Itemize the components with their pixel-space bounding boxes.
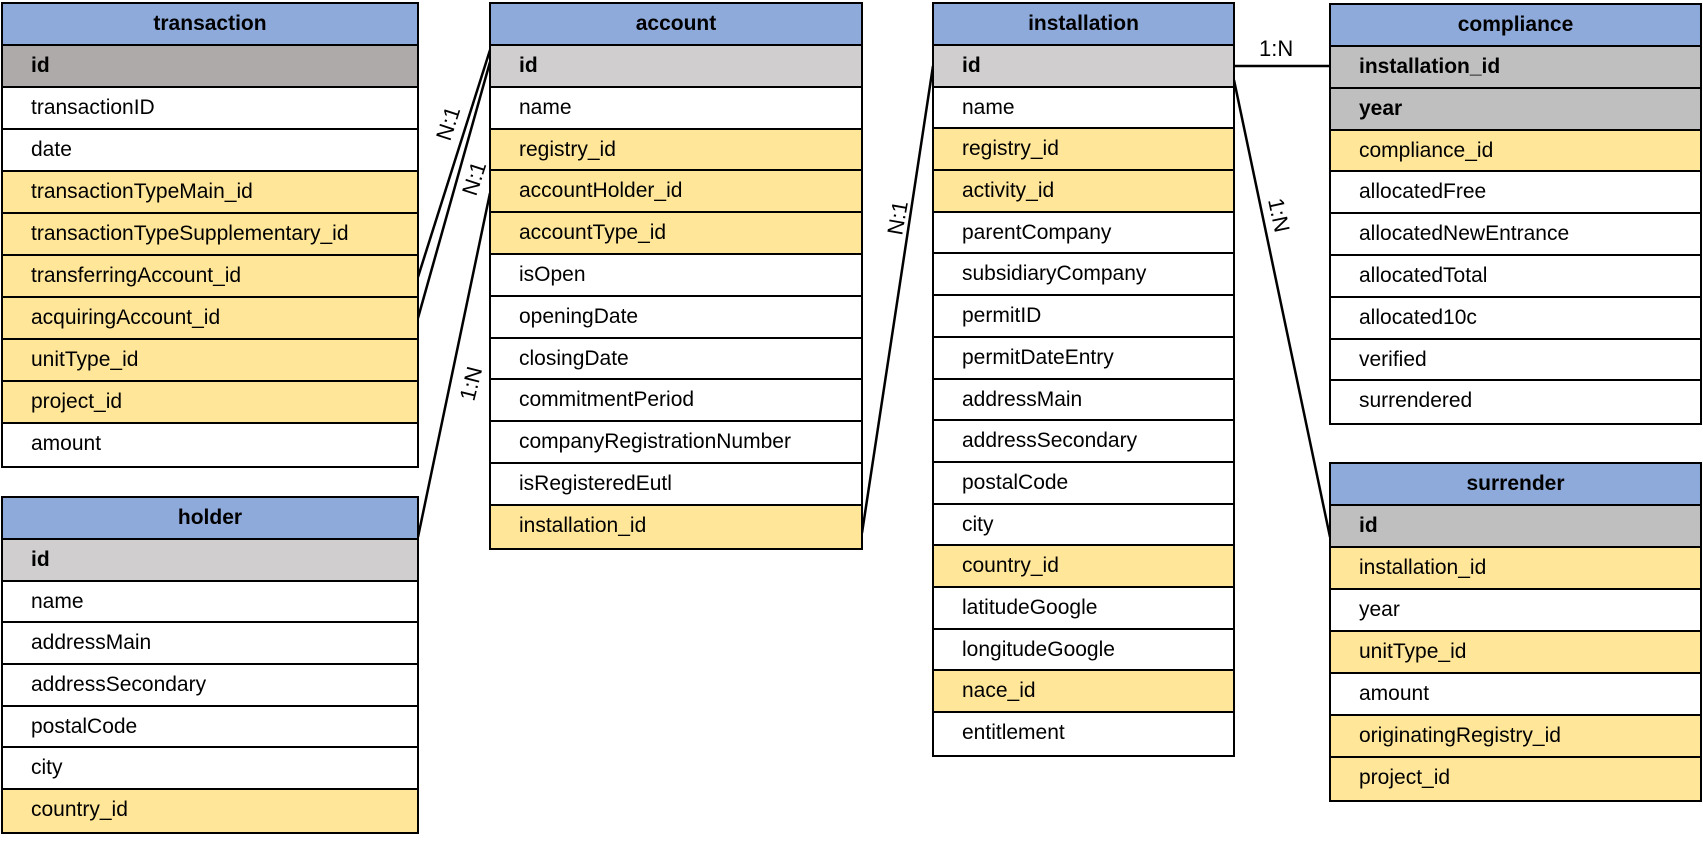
link-acquiring-account: [416, 61, 492, 319]
primary-key-field: year: [1331, 88, 1700, 131]
primary-key-field: id: [934, 46, 1233, 88]
foreign-key-field: acquiringAccount_id: [3, 298, 417, 340]
foreign-key-field: transactionTypeSupplementary_id: [3, 214, 417, 256]
table-field: allocated10c: [1331, 297, 1700, 340]
link-transferring-account: [416, 49, 492, 278]
table-field: commitmentPeriod: [491, 380, 861, 423]
primary-key-field: id: [1331, 506, 1700, 548]
table-field: permitID: [934, 296, 1233, 338]
foreign-key-field: transferringAccount_id: [3, 256, 417, 298]
table-field: year: [1331, 590, 1700, 632]
foreign-key-field: accountType_id: [491, 213, 861, 255]
table-title: surrender: [1331, 464, 1700, 506]
table-field: transactionID: [3, 88, 417, 130]
table-field: addressSecondary: [934, 421, 1233, 463]
table-field: longitudeGoogle: [934, 629, 1233, 672]
label-account-installation: N:1: [882, 199, 913, 237]
foreign-key-field: project_id: [3, 382, 417, 424]
table-field: parentCompany: [934, 212, 1233, 255]
table-field: isRegisteredEutl: [491, 463, 861, 506]
table-field: city: [934, 504, 1233, 547]
foreign-key-field: installation_id: [1331, 548, 1700, 590]
foreign-key-field: transactionTypeMain_id: [3, 172, 417, 214]
label-transferring-account: N:1: [431, 103, 465, 143]
primary-key-field: id: [491, 46, 861, 88]
link-installation-surrender: [1232, 79, 1332, 538]
table-field: postalCode: [934, 462, 1233, 505]
table-field: allocatedTotal: [1331, 255, 1700, 298]
table-field: subsidiaryCompany: [934, 254, 1233, 297]
foreign-key-field: registry_id: [934, 129, 1233, 172]
foreign-key-field: unitType_id: [1331, 632, 1700, 674]
table-field: name: [491, 87, 861, 130]
table-title: compliance: [1331, 5, 1700, 47]
table-field: isOpen: [491, 254, 861, 297]
table-field: closingDate: [491, 338, 861, 381]
table-title: installation: [934, 4, 1233, 46]
table-field: amount: [1331, 674, 1700, 716]
foreign-key-field: originatingRegistry_id: [1331, 716, 1700, 758]
table-field: allocatedNewEntrance: [1331, 214, 1700, 256]
table-field: allocatedFree: [1331, 172, 1700, 215]
table-field: amount: [3, 424, 417, 466]
foreign-key-field: country_id: [934, 546, 1233, 588]
table-field: companyRegistrationNumber: [491, 422, 861, 464]
foreign-key-field: unitType_id: [3, 340, 417, 382]
table-field: name: [3, 581, 417, 624]
table-field: openingDate: [491, 296, 861, 339]
table-field: name: [934, 87, 1233, 130]
link-holder-account: [416, 192, 492, 538]
table-field: verified: [1331, 339, 1700, 382]
table-field: addressMain: [3, 623, 417, 666]
table-field: postalCode: [3, 706, 417, 749]
label-installation-compliance: 1:N: [1259, 36, 1293, 61]
table-field: entitlement: [934, 713, 1233, 755]
foreign-key-field: activity_id: [934, 171, 1233, 213]
table-title: account: [491, 4, 861, 46]
table-field: city: [3, 748, 417, 791]
label-holder-account: 1:N: [455, 364, 488, 403]
label-acquiring-account: N:1: [457, 158, 491, 198]
table-title: transaction: [3, 4, 417, 46]
foreign-key-field: country_id: [3, 790, 417, 832]
primary-key-field: id: [3, 46, 417, 88]
table-field: surrendered: [1331, 381, 1700, 424]
foreign-key-field: compliance_id: [1331, 130, 1700, 173]
foreign-key-field: nace_id: [934, 671, 1233, 713]
table-field: latitudeGoogle: [934, 587, 1233, 630]
foreign-key-field: project_id: [1331, 758, 1700, 800]
primary-key-field: id: [3, 540, 417, 582]
table-field: permitDateEntry: [934, 337, 1233, 380]
foreign-key-field: accountHolder_id: [491, 171, 861, 214]
primary-key-field: installation_id: [1331, 47, 1700, 89]
label-installation-surrender: 1:N: [1263, 196, 1295, 235]
foreign-key-field: installation_id: [491, 505, 861, 548]
foreign-key-field: registry_id: [491, 129, 861, 172]
table-field: addressSecondary: [3, 665, 417, 707]
table-field: addressMain: [934, 379, 1233, 422]
link-account-installation: [860, 65, 935, 534]
table-title: holder: [3, 498, 417, 540]
table-field: date: [3, 130, 417, 172]
